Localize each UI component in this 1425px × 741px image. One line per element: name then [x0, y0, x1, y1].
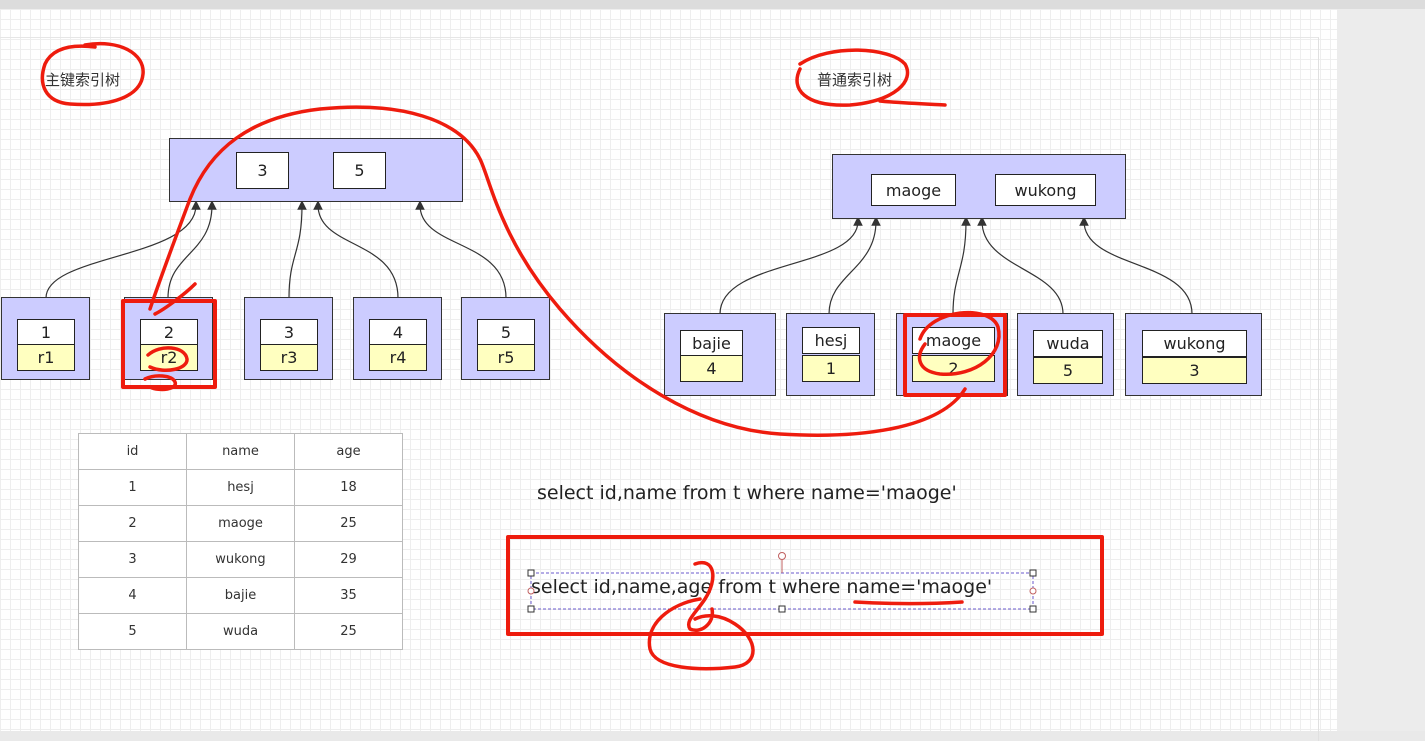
underline-name-condition: [853, 600, 964, 606]
lookup-arrow-curve: [148, 105, 967, 437]
table-row: 4 bajie 35: [78, 577, 403, 614]
edge-p5: [415, 200, 507, 299]
lookup-query-text[interactable]: select id,name,age from t where name='ma…: [531, 576, 993, 598]
table-cell: hesj: [186, 469, 295, 506]
secondary-leaf-node: bajie 4: [664, 313, 776, 396]
selection-box: [527, 552, 1037, 613]
table-cell: wuda: [186, 613, 295, 650]
leaf-key: wuda: [1033, 330, 1103, 357]
root-key: 3: [236, 152, 289, 189]
leaf-id: 3: [1142, 357, 1247, 384]
secondary-leaf-node: hesj 1: [786, 313, 875, 396]
edge-p3: [288, 200, 307, 299]
root-key: 5: [333, 152, 386, 189]
secondary-leaf-node: wukong 3: [1125, 313, 1262, 396]
primary-leaf-node: 4 r4: [353, 297, 442, 380]
annotation-overlay: [40, 42, 1104, 671]
column-header: age: [294, 433, 403, 470]
data-table: id name age 1 hesj 18 2 maoge 25 3 wukon…: [78, 433, 403, 650]
highlight-lookup-query: [506, 535, 1104, 636]
edge-s2: [828, 216, 881, 315]
secondary-leaf-node: wuda 5: [1017, 313, 1114, 396]
leaf-key: 2: [140, 319, 198, 346]
leaf-id: 1: [802, 355, 860, 382]
table-row: 1 hesj 18: [78, 469, 403, 506]
primary-leaf-node: 1 r1: [1, 297, 90, 380]
scribble-maoge: [917, 310, 1001, 376]
leaf-row: r3: [260, 344, 318, 371]
diagram-canvas[interactable]: 主键索引树 3 5 1 r1 2 r2 3 r3 4 r4 5 r5 普通索引树…: [0, 9, 1337, 741]
table-cell: 25: [294, 613, 403, 650]
primary-leaf-node: 2 r2: [124, 297, 213, 380]
edge-p4: [313, 200, 399, 299]
scribble-r2: [143, 346, 189, 392]
table-cell: 25: [294, 505, 403, 542]
leaf-key: 1: [17, 319, 75, 346]
edge-p2: [167, 200, 217, 299]
highlight-r2-leaf: [121, 299, 217, 389]
leaf-id: 5: [1033, 357, 1103, 384]
covering-query-text: select id,name from t where name='maoge': [537, 482, 957, 504]
leaf-key: 5: [477, 319, 535, 346]
tree-connectors: [45, 200, 1193, 315]
scribble-secondary-title: [795, 48, 947, 107]
right-scroll-area[interactable]: [1337, 9, 1425, 731]
edge-p1: [45, 200, 201, 299]
table-cell: maoge: [186, 505, 295, 542]
edge-s5: [1079, 216, 1193, 315]
edge-s3: [952, 216, 971, 315]
leaf-row: r1: [17, 344, 75, 371]
primary-leaf-node: 5 r5: [461, 297, 550, 380]
table-cell: 35: [294, 577, 403, 614]
root-key: wukong: [995, 174, 1096, 206]
scribble-age: [647, 560, 755, 671]
leaf-key: bajie: [680, 330, 743, 357]
secondary-root-node: maoge wukong: [832, 154, 1126, 219]
leaf-row: r5: [477, 344, 535, 371]
table-cell: wukong: [186, 541, 295, 578]
leaf-row: r4: [369, 344, 427, 371]
leaf-key: hesj: [802, 327, 860, 354]
primary-tree-title: 主键索引树: [45, 71, 121, 89]
secondary-leaf-node: maoge 2: [896, 313, 1008, 396]
edge-s1: [719, 216, 863, 315]
table-row: 5 wuda 25: [78, 613, 403, 650]
table-cell: 29: [294, 541, 403, 578]
secondary-tree-title: 普通索引树: [817, 71, 893, 89]
edge-s4: [977, 216, 1064, 315]
scribble-primary-title: [40, 42, 145, 107]
root-key: maoge: [871, 174, 956, 206]
table-cell: 2: [78, 505, 187, 542]
top-bar: [0, 0, 1425, 9]
primary-root-node: 3 5: [169, 138, 463, 202]
table-header-row: id name age: [78, 433, 403, 470]
primary-leaf-node: 3 r3: [244, 297, 333, 380]
leaf-id: 4: [680, 355, 743, 382]
table-row: 2 maoge 25: [78, 505, 403, 542]
leaf-key: wukong: [1142, 330, 1247, 357]
